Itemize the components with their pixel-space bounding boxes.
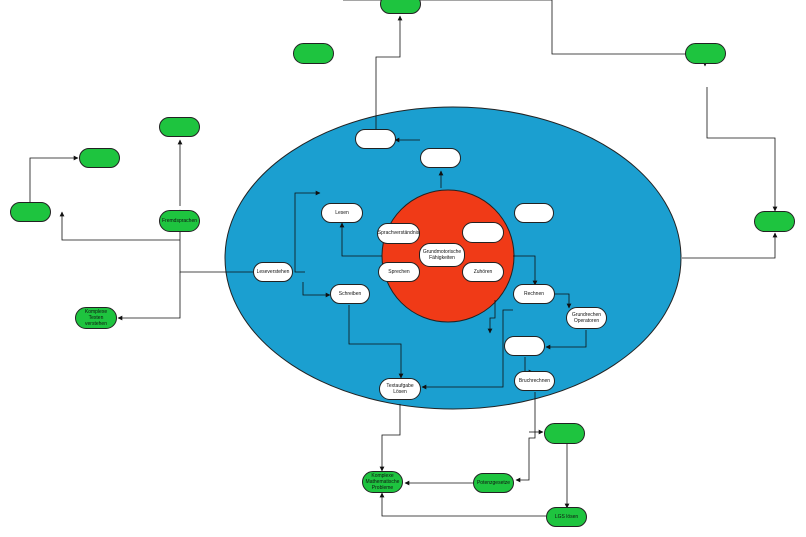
node-sprachverstaendnis[interactable]: Sprachverständnis	[377, 223, 420, 244]
green-node-fremdsprache-parent[interactable]	[159, 117, 200, 137]
node-lgs-loesen[interactable]: LGS lösen	[546, 507, 587, 527]
green-node-bottom-right[interactable]	[544, 423, 585, 444]
node-textaufgabe[interactable]: Textaufgabe Lösen	[379, 378, 421, 400]
green-node-left-top[interactable]	[293, 43, 334, 64]
green-node-top[interactable]	[380, 0, 421, 14]
node-leseverstehen[interactable]: Leseverstehen	[253, 262, 293, 282]
node-fremdsprachen[interactable]: Fremdsprachen	[159, 210, 200, 232]
node-grundmotorische[interactable]: Grundmotorische Fähigkeiten	[419, 243, 465, 267]
node-rechnen[interactable]: Rechnen	[513, 284, 555, 304]
node-komplexe-probleme[interactable]: Komplexe Mathematische Probleme	[362, 471, 403, 493]
green-node-right[interactable]	[754, 211, 795, 232]
node-bruchrechnen[interactable]: Bruchrechnen	[514, 371, 555, 391]
node-potenzgesetze[interactable]: Potenzgesetze	[473, 473, 514, 493]
blank-node-core[interactable]	[462, 222, 504, 243]
node-lesen[interactable]: Lesen	[321, 203, 363, 223]
blank-node-right[interactable]	[514, 203, 554, 223]
green-node-right-top[interactable]	[685, 43, 726, 64]
blank-node-lower[interactable]	[504, 336, 545, 356]
connectors	[29, 0, 778, 517]
blank-node-top-right[interactable]	[420, 148, 461, 168]
blank-node-top[interactable]	[355, 129, 396, 149]
node-komplexe-texte[interactable]: Komplexe Texten verstehen	[75, 307, 117, 329]
green-node-left-upper[interactable]	[79, 148, 120, 168]
node-grundrechen-operatoren[interactable]: Grundrechen Operatoren	[566, 307, 607, 329]
green-node-left[interactable]	[10, 202, 51, 222]
node-sprechen[interactable]: Sprechen	[378, 262, 420, 282]
node-zuhoeren[interactable]: Zuhören	[462, 262, 504, 282]
node-schreiben[interactable]: Schreiben	[330, 284, 370, 304]
